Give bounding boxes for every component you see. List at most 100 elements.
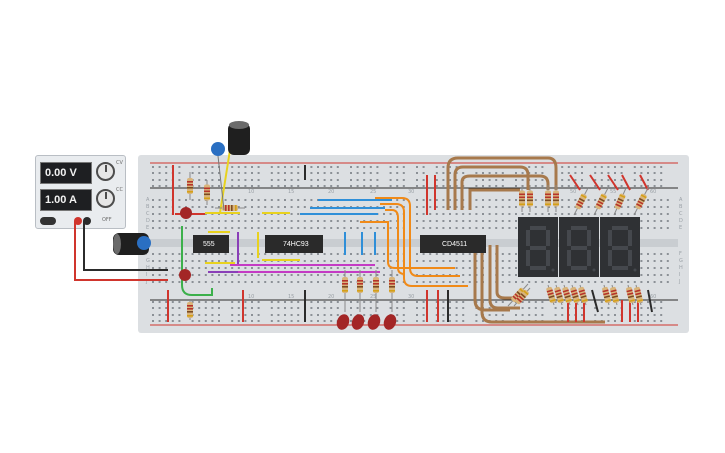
capacitor-lead-wire	[219, 149, 231, 214]
resistor	[593, 187, 609, 216]
ceramic-capacitor-2	[137, 236, 151, 250]
resistor	[613, 187, 627, 216]
resistor	[527, 185, 533, 212]
power-switch[interactable]	[40, 217, 56, 225]
brown-wires	[446, 156, 605, 324]
display-supply-wires	[567, 174, 649, 322]
resistor	[570, 284, 580, 306]
row-letter: D	[146, 218, 150, 224]
row-letter: F	[146, 251, 149, 257]
row-letter: B	[679, 204, 683, 210]
row-letter: B	[146, 204, 150, 210]
resistor	[578, 284, 588, 306]
resistor	[562, 284, 572, 306]
row-letter: G	[679, 258, 683, 264]
resistor	[573, 187, 589, 216]
orange-wires	[360, 197, 468, 287]
seven-segment-display	[600, 217, 640, 277]
current-display: 1.00 A	[40, 189, 92, 211]
display-ground-wires	[591, 289, 653, 313]
led-red	[383, 300, 397, 330]
resistor	[554, 284, 564, 306]
led-red	[336, 300, 350, 330]
resistor	[602, 284, 612, 306]
supply-black-lead	[83, 221, 168, 271]
resistor	[215, 205, 245, 211]
column-number: 25	[370, 189, 376, 195]
positive-terminal[interactable]	[74, 217, 82, 225]
column-number: 25	[370, 294, 376, 300]
column-number: 10	[248, 294, 254, 300]
row-letter: G	[146, 258, 150, 264]
resistor	[187, 300, 193, 320]
column-number: 20	[328, 189, 334, 195]
magenta-wires	[230, 264, 380, 273]
chip-555[interactable]: 555	[193, 235, 229, 253]
row-letter: C	[679, 211, 683, 217]
resistor	[610, 284, 620, 306]
resistor	[187, 172, 193, 200]
resistor	[519, 185, 525, 212]
chip-cd4511[interactable]: CD4511	[420, 235, 486, 253]
green-wire	[181, 226, 213, 296]
seven-segment-displays	[518, 217, 640, 277]
led-red-2	[179, 269, 191, 281]
electrolytic-capacitor-left	[113, 233, 149, 255]
row-letter: E	[146, 225, 149, 231]
row-letter: D	[679, 218, 683, 224]
resistor	[633, 187, 649, 216]
cv-label: CV	[116, 160, 123, 166]
supply-red-lead	[74, 221, 168, 281]
negative-terminal[interactable]	[83, 217, 91, 225]
chip-cd4511-label: CD4511	[442, 241, 467, 248]
resistor	[634, 284, 644, 306]
column-number: 60	[650, 294, 656, 300]
row-letter: F	[679, 251, 682, 257]
resistor	[389, 270, 395, 300]
chip-74hc93-label: 74HC93	[283, 241, 309, 248]
column-number: 30	[408, 189, 414, 195]
row-letter: I	[679, 272, 680, 278]
voltage-knob[interactable]	[96, 162, 115, 181]
row-letter: I	[146, 272, 147, 278]
chip-74hc93[interactable]: 74HC93	[265, 235, 323, 253]
row-letter: E	[679, 225, 682, 231]
row-letter: J	[145, 279, 147, 285]
column-number: 20	[328, 294, 334, 300]
row-letter: J	[678, 279, 680, 285]
ceramic-capacitor-1	[211, 142, 225, 156]
row-letter: A	[679, 197, 683, 203]
row-letter: C	[146, 211, 150, 217]
resistor	[546, 284, 556, 306]
power-links	[167, 165, 449, 322]
resistor	[513, 287, 531, 307]
resistor	[357, 270, 363, 300]
resistor	[373, 270, 379, 300]
resistor	[553, 185, 559, 212]
off-label: OFF	[102, 217, 112, 223]
row-letter: H	[146, 265, 150, 271]
column-number: 15	[288, 189, 294, 195]
voltage-display: 0.00 V	[40, 162, 92, 184]
column-number: 30	[408, 294, 414, 300]
seven-segment-display	[559, 217, 599, 277]
electrolytic-capacitor-top	[228, 121, 250, 155]
center-channel	[150, 239, 678, 247]
column-number: 50	[570, 189, 576, 195]
resistor	[204, 180, 210, 205]
resistor	[626, 284, 636, 306]
row-letter: H	[679, 265, 683, 271]
led-red	[351, 300, 365, 330]
led-group	[179, 207, 397, 330]
resistor	[545, 185, 551, 212]
seven-segment-display	[518, 217, 558, 277]
chip-555-label: 555	[203, 241, 215, 248]
current-knob[interactable]	[96, 189, 115, 208]
column-number: 15	[288, 294, 294, 300]
column-number: 55	[610, 189, 616, 195]
resistors	[187, 172, 649, 320]
column-number: 10	[248, 189, 254, 195]
column-number: 60	[650, 189, 656, 195]
power-supply[interactable]: 0.00 V 1.00 A CV CC OFF	[35, 155, 126, 229]
